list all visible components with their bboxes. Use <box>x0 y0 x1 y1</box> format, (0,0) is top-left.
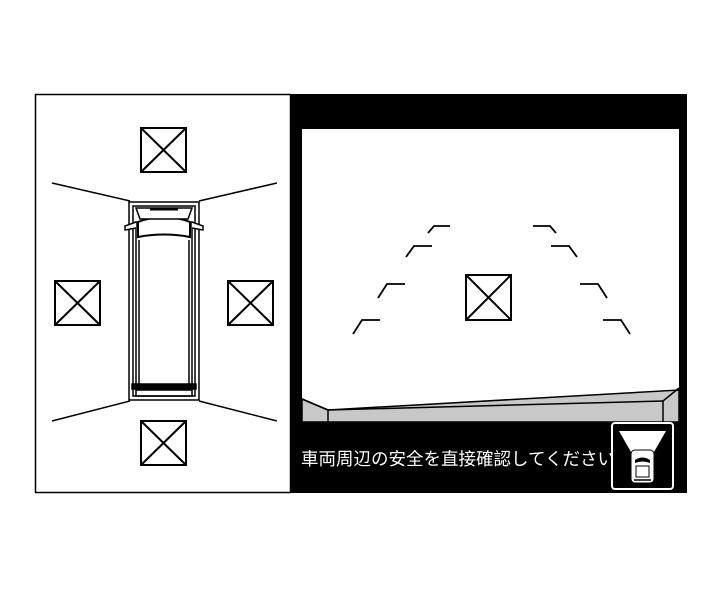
vehicle-top-view-icon <box>124 201 204 401</box>
overview-perspective-lines <box>51 182 278 422</box>
front-camera-marker <box>140 127 187 173</box>
rear-camera-marker <box>140 420 187 466</box>
camera-view-panel: 車両周辺の安全を直接確認してください <box>290 94 687 493</box>
camera-view-center-marker <box>465 274 512 321</box>
parking-guide-lines <box>352 225 631 335</box>
safety-warning-message: 車両周辺の安全を直接確認してください <box>301 450 615 470</box>
left-camera-marker <box>54 280 101 326</box>
front-view-mode-icon[interactable] <box>611 422 674 490</box>
right-camera-marker <box>227 280 274 326</box>
front-bumper <box>301 387 680 423</box>
overview-panel <box>34 93 292 494</box>
